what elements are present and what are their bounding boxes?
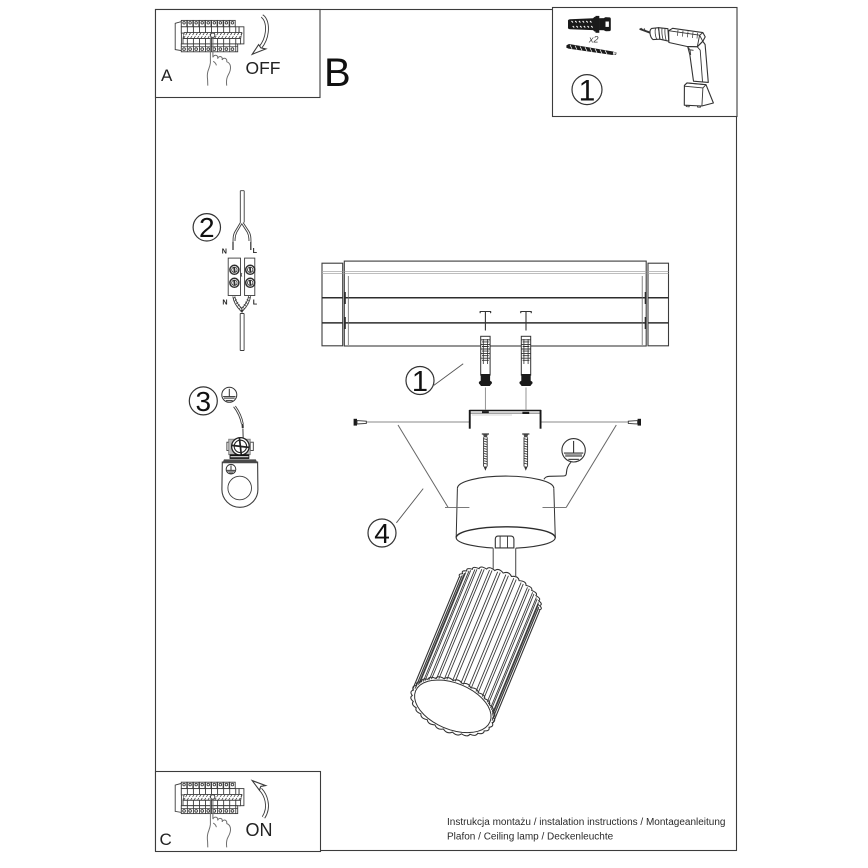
svg-text:OFF: OFF (246, 58, 281, 78)
svg-text:L: L (253, 246, 258, 255)
svg-text:3: 3 (196, 386, 212, 417)
svg-text:1: 1 (412, 366, 428, 398)
svg-text:x2: x2 (588, 35, 599, 45)
svg-text:Instrukcja montażu / instalati: Instrukcja montażu / instalation instruc… (447, 817, 726, 828)
svg-text:L: L (253, 298, 258, 307)
svg-text:4: 4 (374, 518, 390, 549)
svg-text:2: 2 (199, 212, 215, 243)
svg-text:A: A (161, 66, 173, 85)
svg-text:C: C (160, 830, 172, 849)
svg-text:N: N (222, 298, 227, 307)
svg-text:Plafon / Ceiling lamp / Decken: Plafon / Ceiling lamp / Deckenleuchte (447, 832, 614, 843)
svg-text:B: B (324, 51, 351, 95)
svg-text:N: N (222, 247, 227, 256)
svg-text:1: 1 (579, 74, 596, 107)
svg-text:ON: ON (246, 820, 273, 840)
